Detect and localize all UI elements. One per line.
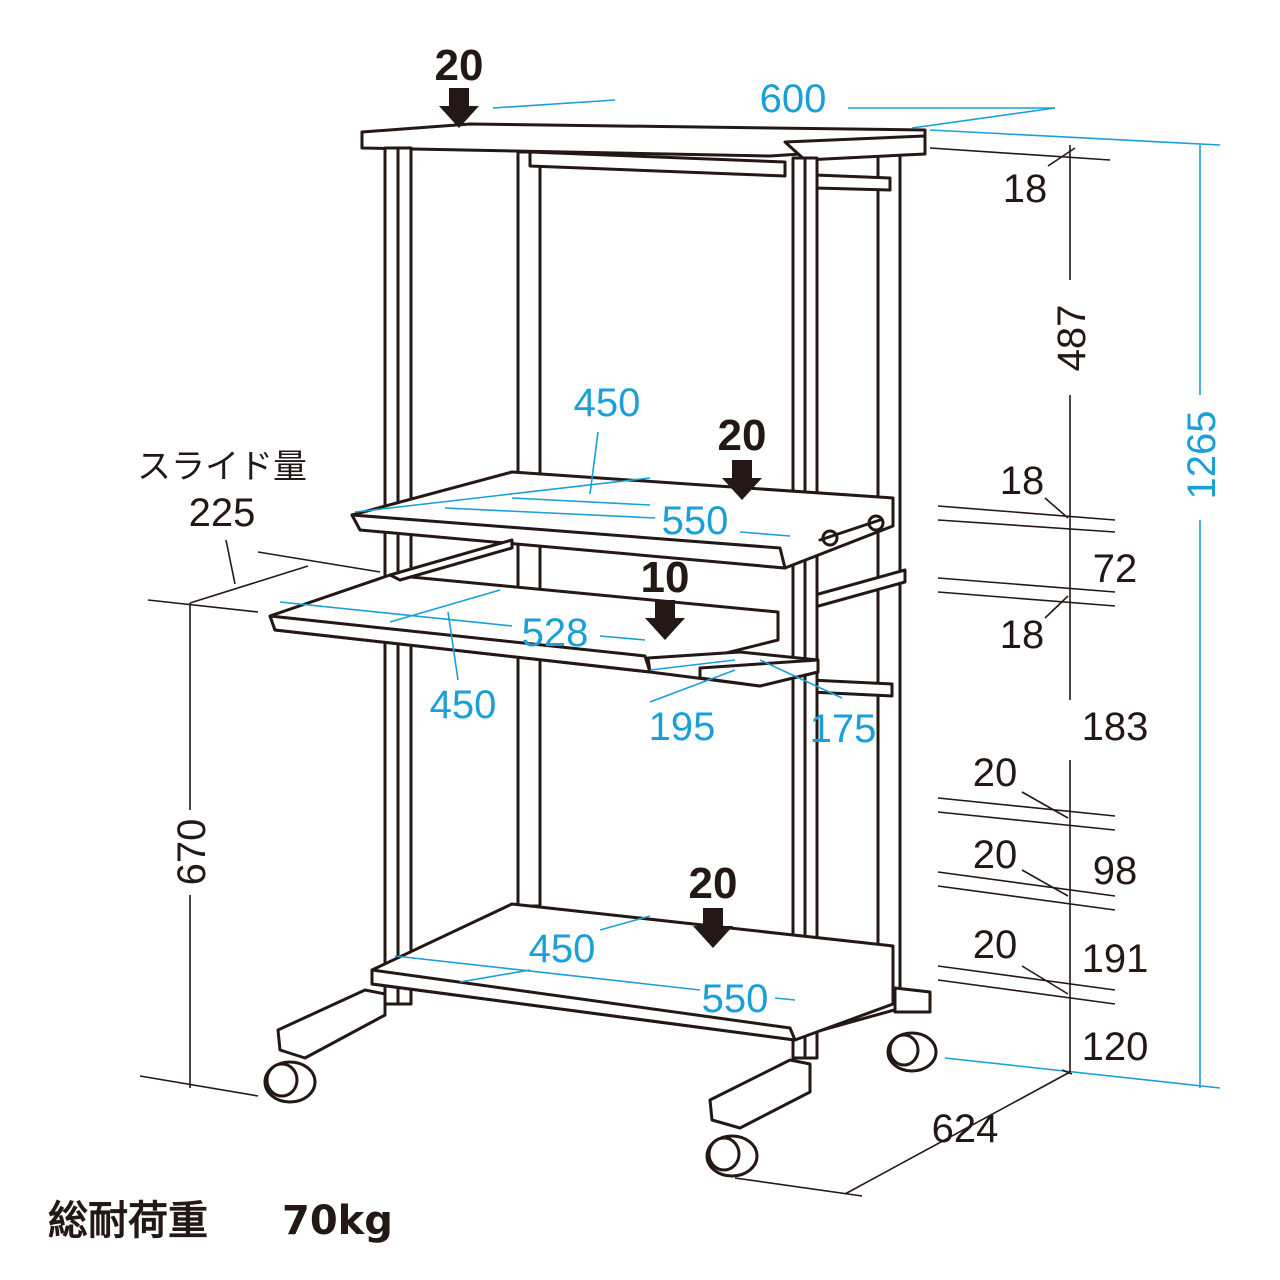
rack-frame	[263, 122, 938, 1178]
overall-width-label: 600	[760, 77, 827, 121]
down-arrow-icon	[722, 460, 762, 500]
top-board-thickness-label: 18	[1003, 167, 1048, 211]
rear-right-foot	[893, 986, 932, 1014]
caster-rear-right	[886, 1031, 938, 1073]
total-load-label: 総耐荷重	[48, 1198, 208, 1244]
floor-gap-label: 120	[1082, 1025, 1149, 1069]
right-foot	[708, 1058, 812, 1130]
total-load-caption: 総耐荷重 70kg	[48, 1198, 393, 1244]
right-side-upper-rail	[813, 173, 892, 192]
down-arrow-icon	[645, 600, 685, 640]
bottom-shelf-front-edge	[370, 968, 797, 1042]
board-c-thickness-label: 20	[973, 923, 1018, 967]
overall-height-label: 1265	[1180, 411, 1224, 500]
tray-thickness-label: 18	[1000, 613, 1045, 657]
back-top-crossbar	[528, 150, 787, 178]
floor-to-tray-label: 670	[170, 819, 214, 886]
black-dimensions: 18 487 18 72 18 183 20 98 20 191 20 120	[139, 145, 1149, 1197]
down-arrow-icon	[693, 908, 733, 948]
left-foot	[276, 988, 387, 1060]
mouse-tray-width-label: 195	[649, 705, 716, 749]
mouse-tray-front	[698, 658, 820, 688]
keyboard-tray-rail	[388, 538, 514, 582]
tray-depth-label: 450	[430, 683, 497, 727]
mouse-tray-depth-label: 175	[810, 707, 877, 751]
overall-depth-label: 624	[932, 1107, 999, 1151]
caster-front-left	[263, 1060, 317, 1104]
gap-middle-label: 98	[1093, 849, 1138, 893]
down-arrow-icon	[439, 88, 479, 128]
load-arrow-bottom: 20	[689, 859, 738, 948]
total-load-value: 70kg	[282, 1198, 393, 1244]
board-b-thickness-label: 20	[973, 833, 1018, 877]
bottom-shelf-depth-label: 450	[529, 927, 596, 971]
board-a-thickness-label: 20	[973, 751, 1018, 795]
tray-width-label: 528	[522, 611, 589, 655]
back-right-post	[876, 148, 902, 992]
load-middle-value: 20	[718, 411, 767, 460]
gap-bottom-label: 191	[1082, 937, 1149, 981]
slide-amount-value: 225	[189, 491, 256, 535]
load-arrow-tray: 10	[641, 553, 690, 640]
shelf-gap-label: 72	[1093, 547, 1138, 591]
middle-shelf-depth-label: 450	[574, 381, 641, 425]
load-arrow-top: 20	[435, 41, 484, 128]
blue-dimensions: 600 1265 450 550 528 450 195 175 450	[279, 77, 1224, 1089]
top-board-front-edge	[783, 134, 927, 162]
load-bottom-value: 20	[689, 859, 738, 908]
top-gap-label: 487	[1050, 305, 1094, 372]
slide-amount-title: スライド量	[137, 447, 307, 487]
load-top-value: 20	[435, 41, 484, 90]
middle-shelf-width-label: 550	[662, 499, 729, 543]
middle-shelf-front-edge	[350, 513, 787, 570]
slide-amount-annotation: スライド量 225	[137, 447, 307, 535]
caster-front-right	[705, 1134, 759, 1178]
gap-lower-label: 183	[1082, 705, 1149, 749]
upper-shelf-thickness-label: 18	[1000, 459, 1045, 503]
load-arrow-middle: 20	[718, 411, 767, 500]
load-tray-value: 10	[641, 553, 690, 602]
bottom-shelf-width-label: 550	[702, 977, 769, 1021]
